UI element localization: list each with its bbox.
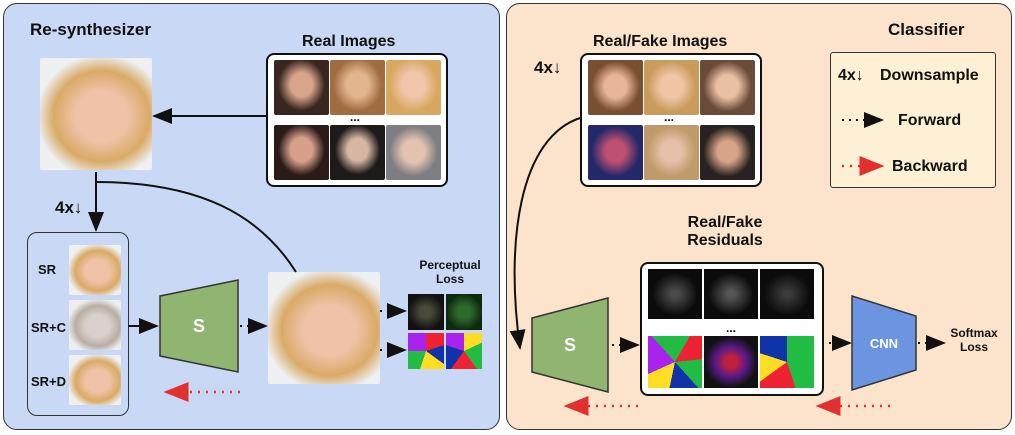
real-face-5 xyxy=(330,125,385,180)
rf-face-5 xyxy=(644,125,699,180)
curve-images-to-s xyxy=(509,117,581,350)
residuals-ellipsis: ... xyxy=(726,321,737,335)
perceptual-loss-label: Perceptual Loss xyxy=(419,258,481,286)
legend-downsample-text: Downsample xyxy=(880,67,979,84)
variant-label-srd: SR+D xyxy=(31,374,67,389)
variant-label-sr: SR xyxy=(38,262,57,277)
residual-fake-2 xyxy=(704,336,758,388)
legend-downsample-key: 4x↓ xyxy=(838,67,864,84)
s-block-right-label: S xyxy=(564,335,576,355)
cnn-block xyxy=(851,294,917,392)
real-face-6 xyxy=(386,125,441,180)
sr-variants-box xyxy=(27,232,129,416)
rf-images-ellipsis: ... xyxy=(664,110,675,124)
rf-face-1 xyxy=(588,60,643,115)
residual-real-1 xyxy=(648,269,702,319)
variant-face-src xyxy=(69,300,121,350)
perceptual-map-2 xyxy=(446,294,482,330)
variant-label-src: SR+C xyxy=(31,320,67,335)
real-face-4 xyxy=(274,125,329,180)
softmax-loss-label: Softmax Loss xyxy=(950,326,998,354)
s-block-left-label: S xyxy=(193,316,205,336)
input-face-image xyxy=(40,58,152,170)
perceptual-map-4 xyxy=(446,333,482,369)
resynthesizer-title: Re-synthesizer xyxy=(30,20,151,39)
resynthesized-face-image xyxy=(268,272,380,384)
residuals-label: Real/Fake Residuals xyxy=(687,214,763,249)
s-block-right xyxy=(531,297,609,393)
legend-backward-text: Backward xyxy=(892,158,968,175)
rf-face-2 xyxy=(644,60,699,115)
curve-face-to-output xyxy=(95,181,297,273)
residual-real-3 xyxy=(760,269,814,319)
real-images-label: Real Images xyxy=(302,33,396,50)
right-downsample-label: 4x↓ xyxy=(534,58,562,77)
perceptual-map-3 xyxy=(408,333,444,369)
rf-face-3 xyxy=(700,60,755,115)
left-downsample-label: 4x↓ xyxy=(55,198,83,217)
residual-fake-1 xyxy=(648,336,702,388)
cnn-block-label: CNN xyxy=(870,336,898,351)
residual-real-2 xyxy=(704,269,758,319)
s-block-left xyxy=(159,279,239,373)
perceptual-map-1 xyxy=(408,294,444,330)
rf-face-4 xyxy=(588,125,643,180)
real-fake-images-label: Real/Fake Images xyxy=(593,33,728,50)
real-face-1 xyxy=(274,60,329,115)
classifier-title: Classifier xyxy=(888,20,965,39)
real-face-3 xyxy=(386,60,441,115)
residuals-grid: ... xyxy=(640,262,824,396)
real-fake-images-grid: ... xyxy=(580,53,762,187)
rf-face-6 xyxy=(700,125,755,180)
variant-face-srd xyxy=(69,355,121,405)
real-images-grid: ... xyxy=(266,53,448,187)
variant-face-sr xyxy=(69,245,121,295)
real-face-2 xyxy=(330,60,385,115)
legend-forward-text: Forward xyxy=(898,112,962,129)
residual-fake-3 xyxy=(760,336,814,388)
real-images-ellipsis: ... xyxy=(350,110,361,124)
